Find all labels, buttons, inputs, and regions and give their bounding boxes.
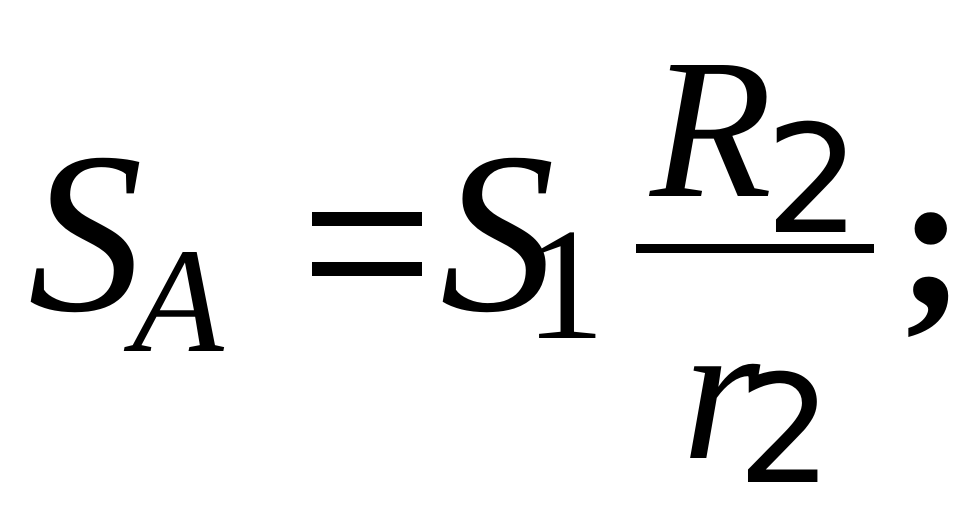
numerator-symbol-r: R xyxy=(650,19,773,240)
fraction-bar xyxy=(636,244,874,253)
rhs-subscript-1: 1 xyxy=(525,195,605,373)
semicolon: ; xyxy=(898,129,965,350)
numerator-subscript-2: 2 xyxy=(765,94,861,268)
denominator-subscript-2: 2 xyxy=(737,344,833,518)
equals-sign-bottom-bar xyxy=(312,262,422,276)
equals-sign-top-bar xyxy=(312,212,422,226)
lhs-symbol-s: S xyxy=(28,105,143,360)
lhs-subscript-a: A xyxy=(132,218,224,384)
denominator-symbol-r: r xyxy=(682,281,760,502)
rhs-symbol-s: S xyxy=(440,105,555,360)
